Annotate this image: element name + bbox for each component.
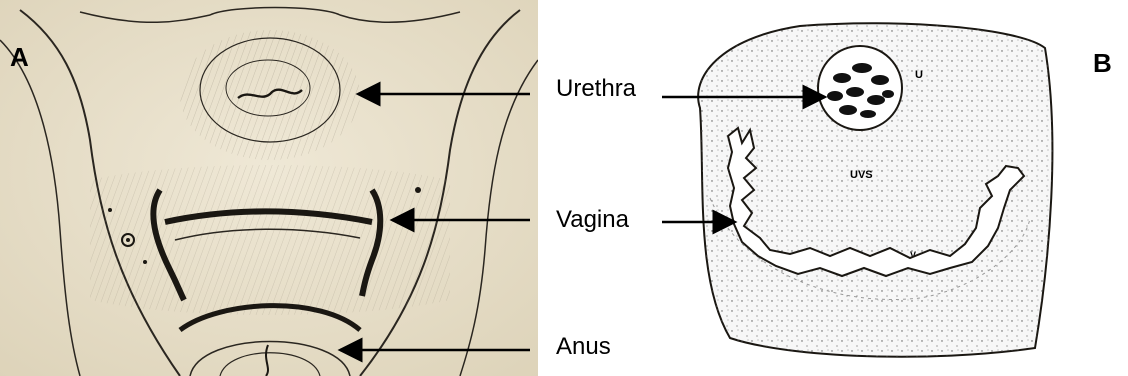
label-vagina: Vagina [556, 206, 629, 234]
label-anus: Anus [556, 333, 611, 361]
panel-b-illustration: U UVS V [680, 18, 1060, 358]
panel-a-letter: A [10, 42, 29, 73]
label-urethra: Urethra [556, 75, 636, 103]
annotation-uvs: UVS [850, 169, 873, 181]
panel-a-illustration [0, 0, 538, 376]
panel-b-letter: B [1093, 48, 1112, 79]
annotation-u: U [915, 69, 923, 81]
